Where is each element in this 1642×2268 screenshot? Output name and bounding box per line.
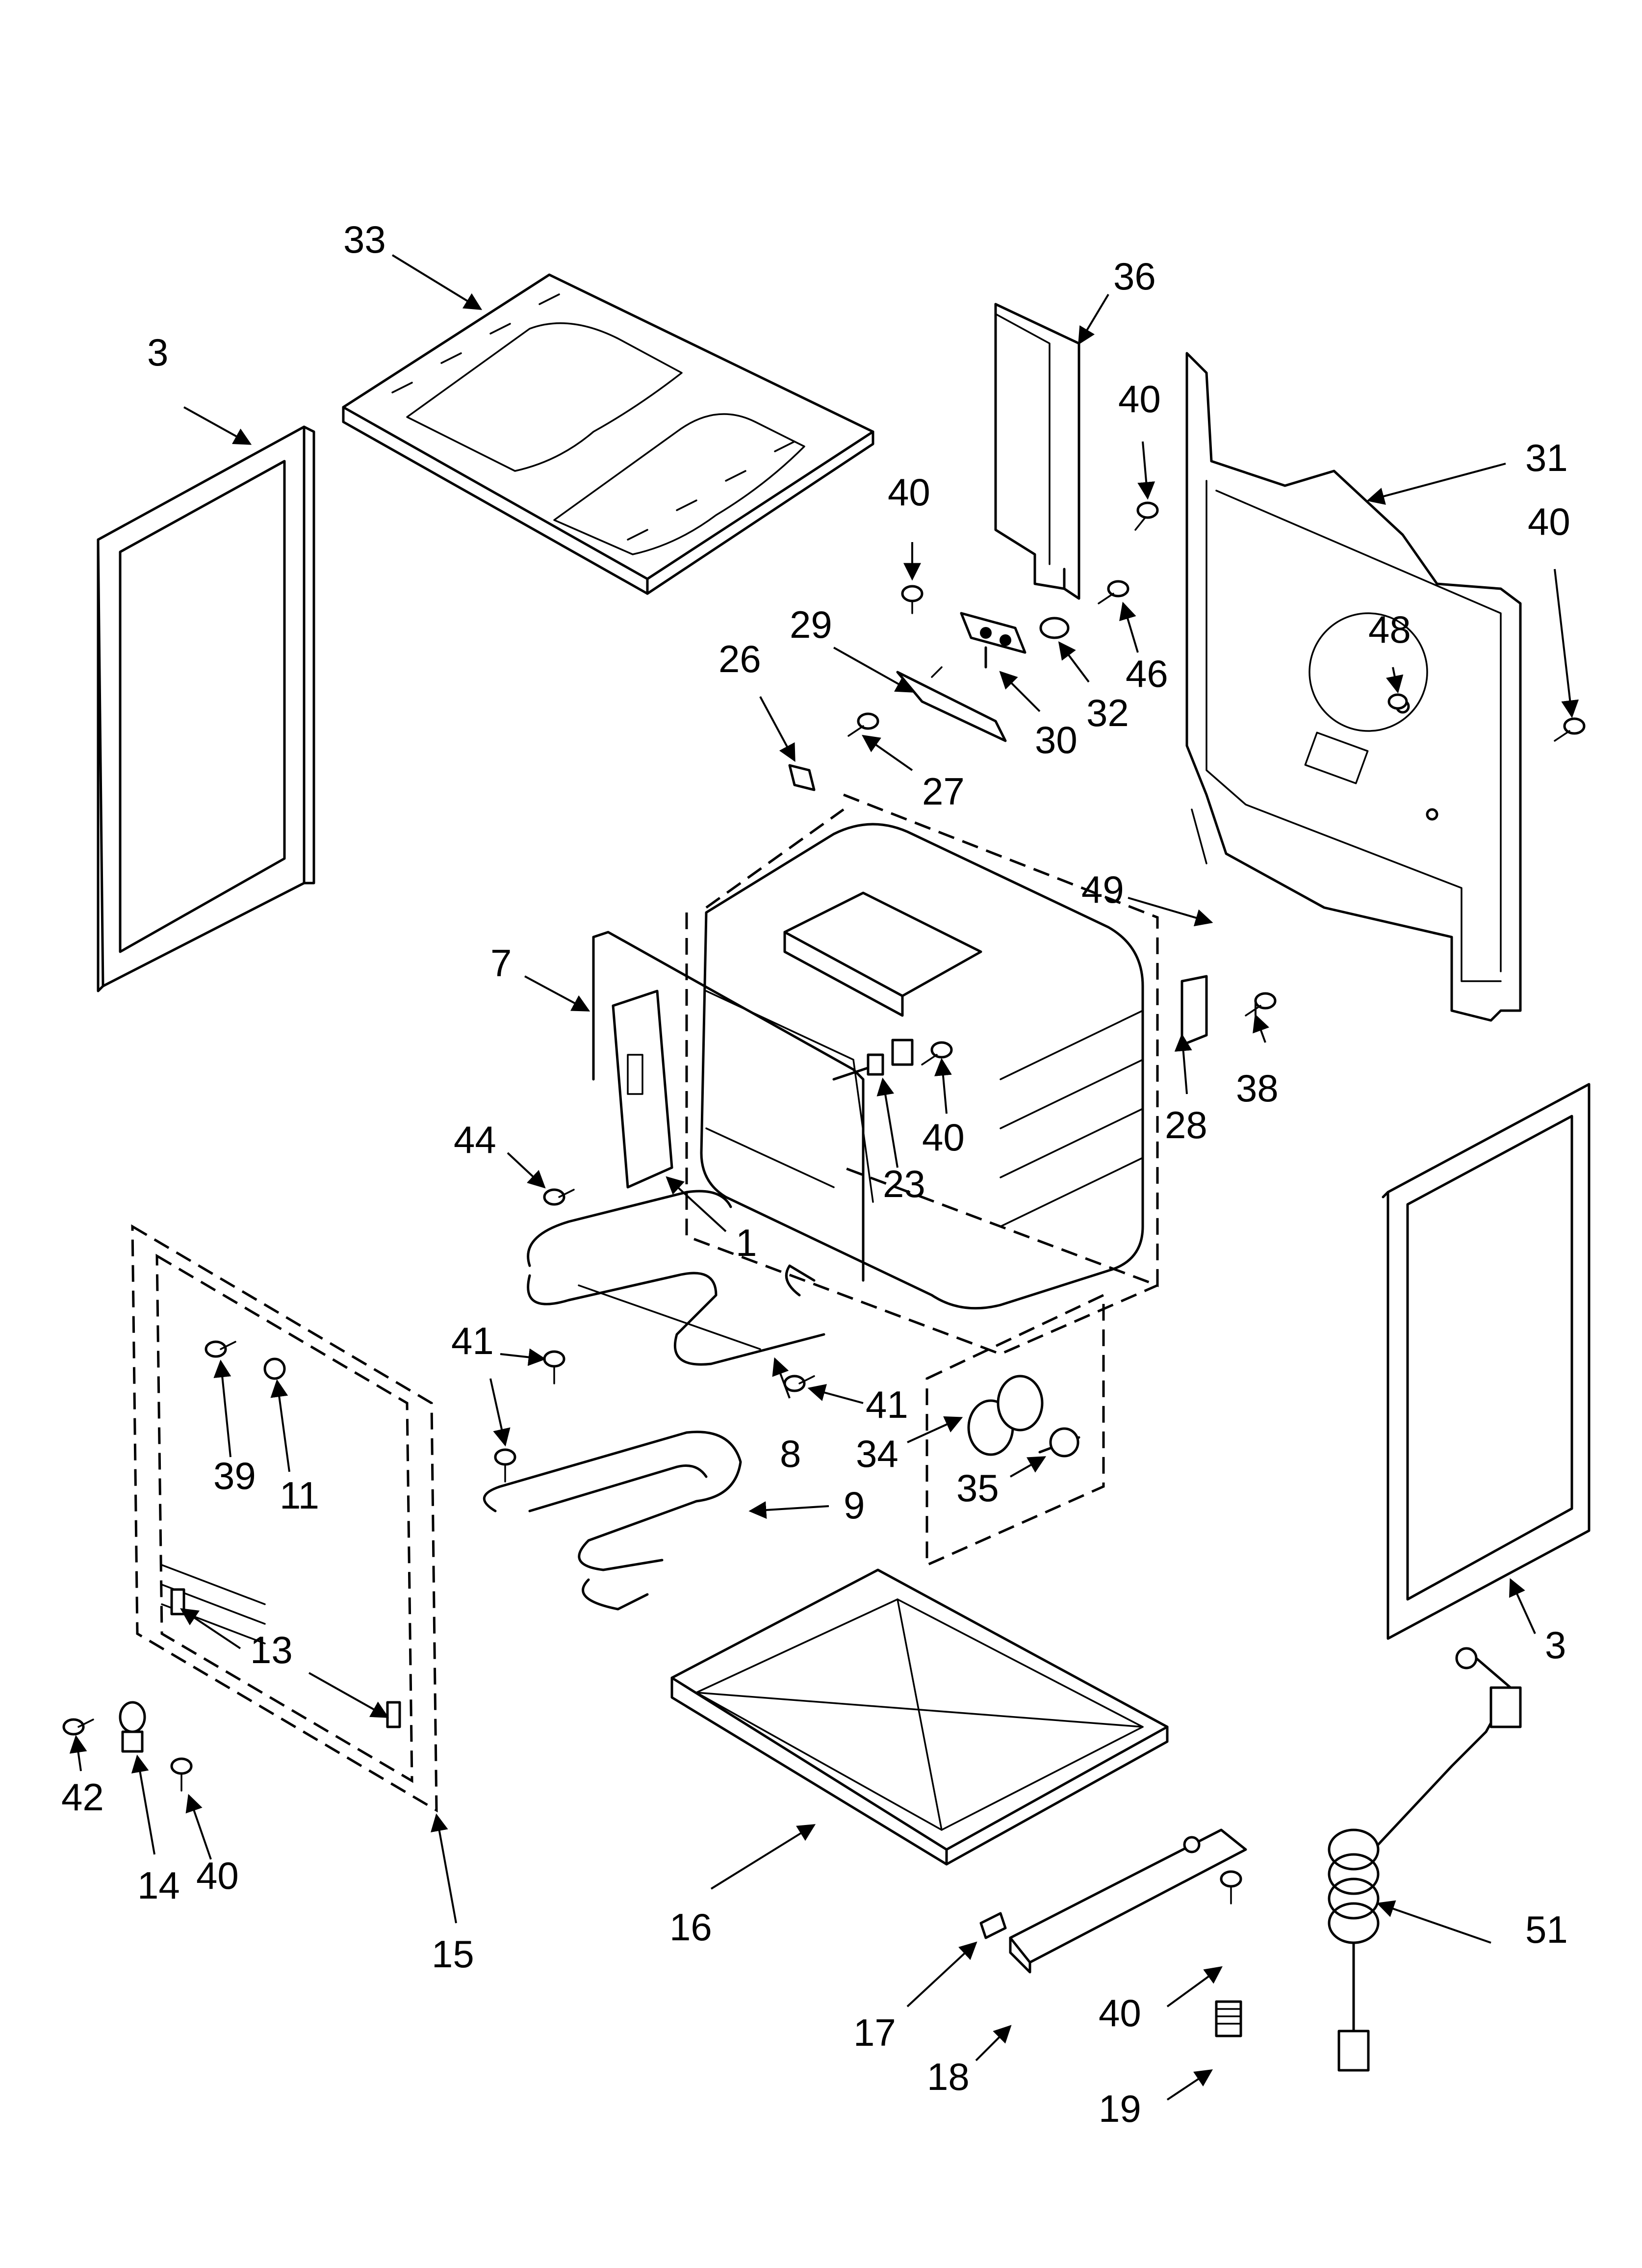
callout-11: 11: [280, 1474, 319, 1517]
screw-40-middle: [921, 1041, 953, 1066]
callout-3-right: 3: [1545, 1623, 1566, 1667]
callout-16: 16: [669, 1905, 712, 1949]
callout-26: 26: [718, 637, 761, 680]
callout-33: 33: [343, 218, 386, 261]
callout-27: 27: [922, 770, 965, 813]
callout-13: 13: [250, 1628, 293, 1671]
callout-32: 32: [1086, 691, 1129, 734]
screw-44: [543, 1188, 575, 1206]
callout-40-lower-right: 40: [1099, 1991, 1141, 2034]
part-9-broil-element: [483, 1431, 742, 1611]
screw-39: [205, 1340, 236, 1358]
callout-7: 7: [490, 941, 512, 985]
part-26-clip: [788, 764, 816, 791]
part-8-bake-element: [527, 1190, 825, 1366]
callout-41-left: 41: [451, 1319, 494, 1362]
callout-51: 51: [1525, 1908, 1568, 1951]
screw-42: [62, 1718, 94, 1736]
screw-46: [1098, 580, 1129, 604]
screw-48: [1387, 693, 1408, 710]
part-15-front-frame: [131, 1224, 438, 1813]
part-7-gasket: [592, 931, 865, 1282]
part-3-right-side-panel: [1382, 1083, 1591, 1640]
screw-38: [1245, 992, 1277, 1017]
screw-40-upper-left: [901, 585, 924, 614]
callout-35: 35: [956, 1466, 999, 1510]
callout-41-right: 41: [866, 1383, 908, 1426]
screw-40-lower-right: [1220, 1870, 1242, 1904]
part-51-power-cord: [1328, 1647, 1522, 2072]
part-17-clip: [979, 1912, 1007, 1939]
callout-40-middle: 40: [922, 1116, 965, 1159]
part-14-leveler: [119, 1701, 146, 1753]
callout-38: 38: [1236, 1067, 1279, 1110]
callout-40-lower-left: 40: [196, 1854, 239, 1897]
callout-40-right: 40: [1528, 500, 1570, 543]
callout-28: 28: [1165, 1103, 1207, 1147]
oven-cavity: [685, 793, 1159, 1356]
callout-18: 18: [927, 2055, 970, 2098]
part-18-rail: [1009, 1828, 1247, 1974]
callout-1: 1: [736, 1221, 757, 1264]
callout-17: 17: [853, 2011, 896, 2054]
part-30-terminal-block: [960, 612, 1026, 669]
part-3-left-side-panel: [97, 425, 315, 992]
screw-41-lower: [494, 1448, 516, 1483]
screw-parts: [62, 501, 1586, 1904]
screw-40-lower-left: [170, 1757, 193, 1792]
callout-49: 49: [1081, 868, 1124, 911]
part-11-plug: [263, 1357, 286, 1380]
callout-44: 44: [454, 1118, 496, 1161]
screw-40-right: [1554, 717, 1586, 742]
screw-41-left: [543, 1350, 565, 1384]
callout-23: 23: [883, 1162, 925, 1205]
callout-40-upper-left: 40: [888, 470, 930, 514]
leader-arrows: [69, 254, 1579, 2101]
callout-46: 46: [1126, 652, 1168, 695]
part-34-35-group: [925, 1293, 1105, 1567]
screw-40-upper-right: [1134, 501, 1159, 531]
part-19-leveling-leg: [1215, 2000, 1242, 2037]
part-29-bracket: [896, 666, 1007, 742]
part-36-channel-bracket: [994, 303, 1080, 600]
callout-14: 14: [137, 1864, 180, 1907]
callout-labels: 33 3 36 40 31 40 40 29 26 27 30 32 46 48…: [61, 218, 1570, 2130]
part-32-nut: [1039, 617, 1070, 639]
part-31-rear-panel: [1185, 352, 1522, 1022]
callout-30: 30: [1035, 718, 1078, 761]
callout-29: 29: [790, 603, 832, 646]
callout-9: 9: [844, 1484, 865, 1527]
part-16-bottom-panel: [670, 1568, 1169, 1866]
callout-42: 42: [61, 1775, 104, 1819]
part-23-sensor: [832, 1039, 914, 1081]
callout-15: 15: [432, 1932, 474, 1976]
callout-31: 31: [1525, 436, 1568, 479]
callout-48: 48: [1368, 608, 1411, 651]
callout-39: 39: [213, 1454, 256, 1497]
part-33-top-panel: [342, 273, 874, 595]
callout-36: 36: [1113, 255, 1156, 298]
callout-40-top: 40: [1118, 377, 1161, 420]
callout-19: 19: [1099, 2087, 1141, 2130]
part-1-vent-bracket: [612, 990, 673, 1189]
part-28-bracket: [1180, 975, 1208, 1046]
screw-27: [847, 712, 879, 737]
callout-34: 34: [856, 1432, 898, 1475]
callout-3-left: 3: [147, 331, 168, 374]
callout-8: 8: [780, 1432, 801, 1475]
